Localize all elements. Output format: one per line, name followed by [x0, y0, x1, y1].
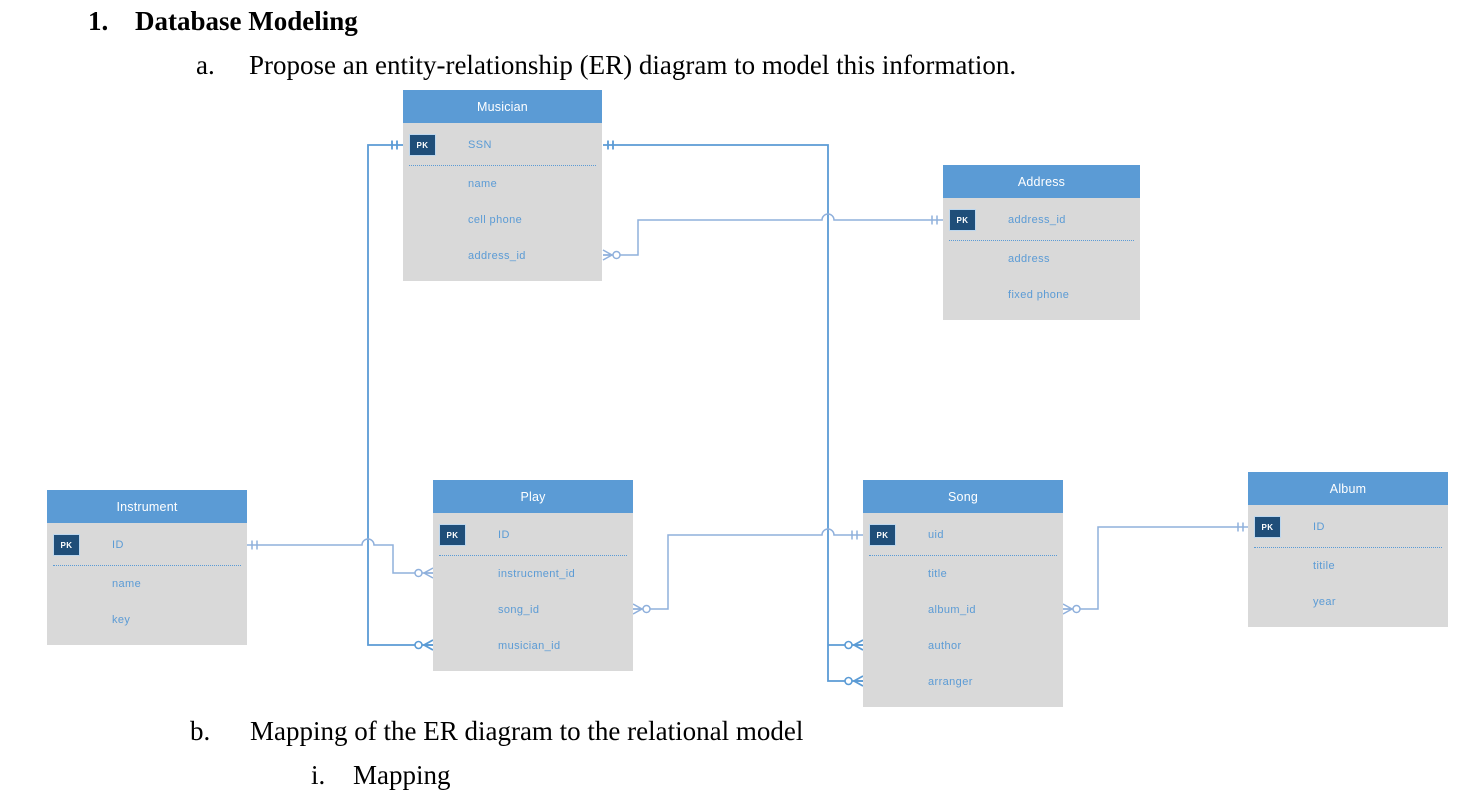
list-item-a: a. Propose an entity-relationship (ER) di… [196, 50, 1016, 81]
attribute-row: address [943, 241, 1140, 277]
attribute-name: name [112, 578, 142, 590]
attribute-name: uid [928, 529, 944, 541]
item-i-text: Mapping [353, 760, 451, 790]
item-b-marker: b. [190, 716, 211, 746]
entity-body: PK SSN name cell phone address_id [403, 123, 602, 281]
attribute-name: name [468, 178, 498, 190]
attribute-row: PK ID [1248, 507, 1448, 547]
attribute-name: address_id [468, 250, 526, 262]
attribute-name: year [1313, 596, 1336, 608]
attribute-name: ID [1313, 521, 1325, 533]
entity-body: PK ID instrucment_id song_id musician_id [433, 513, 633, 671]
heading-number: 1. [88, 6, 109, 36]
pk-separator [439, 555, 627, 556]
attribute-name: instrucment_id [498, 568, 576, 580]
attribute-row: song_id [433, 592, 633, 628]
relationship-play-song [632, 528, 863, 615]
attribute-row: author [863, 628, 1063, 664]
attribute-name: fixed phone [1008, 289, 1070, 301]
attribute-name: titile [1313, 560, 1335, 572]
entity-instrument: Instrument PK ID name key [47, 490, 247, 645]
entity-musician: Musician PK SSN name cell phone address_… [403, 90, 602, 281]
entity-body: PK uid title album_id author arranger [863, 513, 1063, 707]
entity-title: Musician [403, 90, 602, 123]
list-item-b: b. Mapping of the ER diagram to the relat… [190, 716, 803, 747]
attribute-name: SSN [468, 139, 492, 151]
attribute-name: title [928, 568, 948, 580]
attribute-row: titile [1248, 548, 1448, 584]
entity-body: PK address_id address fixed phone [943, 198, 1140, 320]
entity-song: Song PK uid title album_id author arrang… [863, 480, 1063, 707]
attribute-name: address [1008, 253, 1050, 265]
pk-separator [409, 165, 596, 166]
entity-body: PK ID name key [47, 523, 247, 645]
entity-title: Song [863, 480, 1063, 513]
attribute-row: album_id [863, 592, 1063, 628]
attribute-name: ID [112, 539, 124, 551]
pk-separator [1254, 547, 1442, 548]
entity-title: Play [433, 480, 633, 513]
pk-separator [869, 555, 1057, 556]
heading-text: Database Modeling [135, 6, 358, 36]
attribute-name: key [112, 614, 131, 626]
attribute-row: arranger [863, 664, 1063, 700]
entity-play: Play PK ID instrucment_id song_id musici… [433, 480, 633, 671]
attribute-name: arranger [928, 676, 973, 688]
entity-title: Instrument [47, 490, 247, 523]
pk-badge: PK [1254, 516, 1281, 538]
attribute-name: cell phone [468, 214, 523, 226]
relationship-musician-play [367, 140, 434, 651]
attribute-row: PK ID [433, 515, 633, 555]
attribute-row: instrucment_id [433, 556, 633, 592]
attribute-row: musician_id [433, 628, 633, 664]
list-item-i: i. Mapping [311, 760, 451, 791]
entity-body: PK ID titile year [1248, 505, 1448, 627]
attribute-row: address_id [403, 238, 602, 274]
attribute-row: name [47, 566, 247, 602]
attribute-row: PK address_id [943, 200, 1140, 240]
attribute-name: musician_id [498, 640, 561, 652]
pk-badge: PK [409, 134, 436, 156]
relationship-instrument-play [247, 538, 434, 579]
entity-title: Address [943, 165, 1140, 198]
pk-badge: PK [439, 524, 466, 546]
relationship-musician-address [602, 213, 943, 261]
attribute-row: PK uid [863, 515, 1063, 555]
attribute-row: PK ID [47, 525, 247, 565]
attribute-name: address_id [1008, 214, 1066, 226]
item-a-text: Propose an entity-relationship (ER) diag… [249, 50, 1017, 80]
attribute-name: song_id [498, 604, 540, 616]
entity-address: Address PK address_id address fixed phon… [943, 165, 1140, 320]
attribute-row: fixed phone [943, 277, 1140, 313]
attribute-row: cell phone [403, 202, 602, 238]
attribute-name: ID [498, 529, 510, 541]
pk-badge: PK [53, 534, 80, 556]
attribute-row: title [863, 556, 1063, 592]
entity-album: Album PK ID titile year [1248, 472, 1448, 627]
entity-title: Album [1248, 472, 1448, 505]
item-i-marker: i. [311, 760, 326, 790]
item-a-marker: a. [196, 50, 215, 80]
pk-separator [949, 240, 1134, 241]
pk-separator [53, 565, 241, 566]
pk-badge: PK [869, 524, 896, 546]
pk-badge: PK [949, 209, 976, 231]
attribute-row: year [1248, 584, 1448, 620]
heading-database-modeling: 1. Database Modeling [88, 6, 358, 37]
attribute-row: PK SSN [403, 125, 602, 165]
attribute-name: album_id [928, 604, 976, 616]
item-b-text: Mapping of the ER diagram to the relatio… [250, 716, 804, 746]
attribute-row: name [403, 166, 602, 202]
attribute-row: key [47, 602, 247, 638]
attribute-name: author [928, 640, 962, 652]
relationship-song-album [1062, 522, 1248, 615]
relationship-musician-song [603, 140, 864, 687]
